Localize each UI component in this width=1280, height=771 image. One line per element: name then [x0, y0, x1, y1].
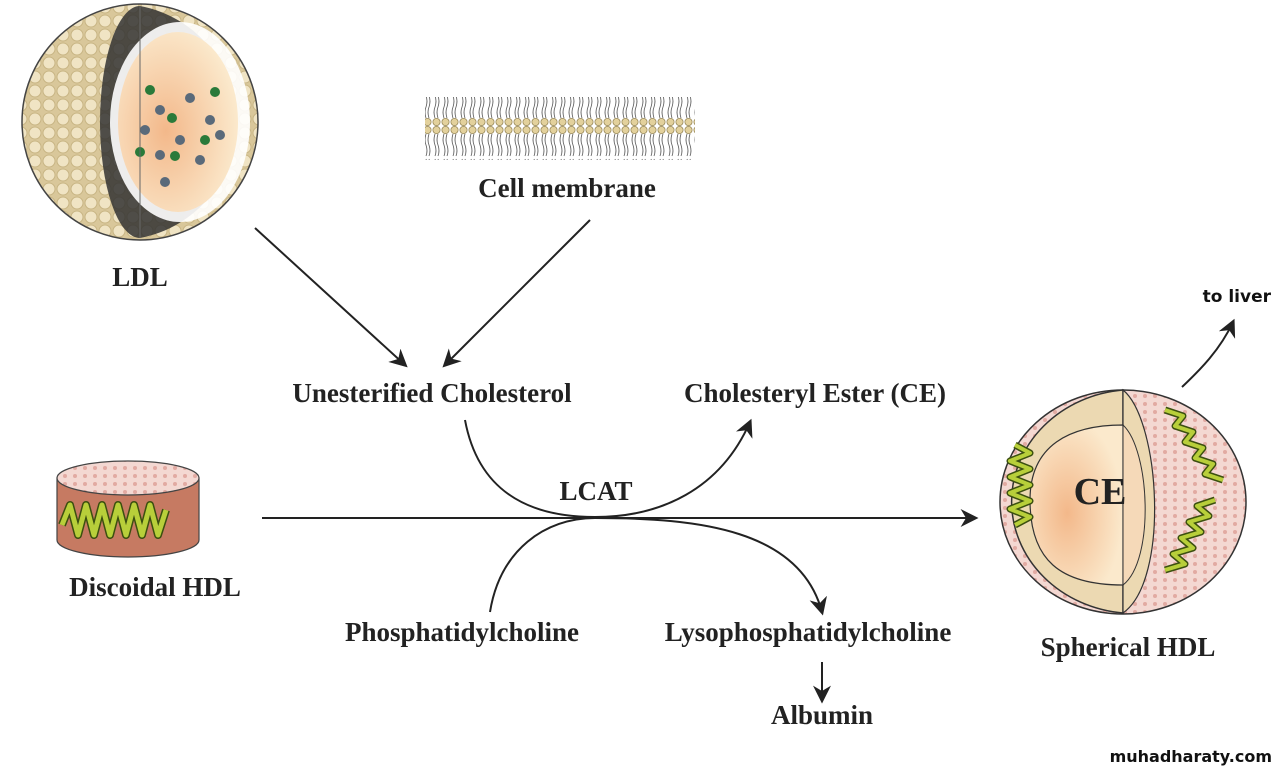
arrow-to-liver — [1181, 318, 1236, 388]
ldl-particle — [21, 3, 259, 241]
label-cell-membrane: Cell membrane — [478, 173, 656, 203]
label-phosphatidylcholine: Phosphatidylcholine — [344, 617, 580, 647]
label-spherical-hdl: Spherical HDL — [1040, 632, 1216, 662]
label-discoidal-hdl: Discoidal HDL — [69, 572, 241, 602]
label-cholesteryl-ester: Cholesteryl Ester (CE) — [684, 378, 946, 408]
label-ce-core: CE — [1073, 471, 1127, 513]
arrow-ldl-to-cholesterol — [254, 227, 408, 368]
label-albumin: Albumin — [770, 700, 874, 730]
label-ldl: LDL — [112, 262, 168, 292]
label-lysophosphatidylcholine: Lysophosphatidylcholine — [664, 617, 952, 647]
cell-membrane-bilayer — [425, 97, 695, 160]
arrow-membrane-to-cholesterol — [442, 219, 591, 368]
label-unesterified-cholesterol: Unesterified Cholesterol — [292, 378, 572, 408]
spherical-hdl-particle — [999, 388, 1247, 615]
label-lcat: LCAT — [559, 476, 633, 506]
watermark: muhadharaty.com — [1109, 747, 1272, 766]
label-to-liver: to liver — [1202, 287, 1271, 307]
arrow-pc-to-lysopc — [489, 516, 827, 616]
discoidal-hdl-particle — [56, 460, 200, 558]
